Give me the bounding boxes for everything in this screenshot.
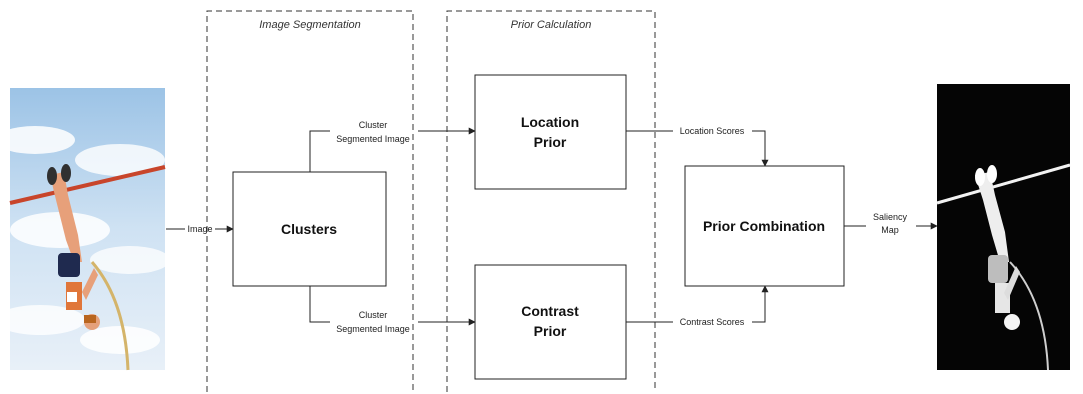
contrast-prior-label-line2: Prior [534,323,567,339]
edge-image: Image [166,224,234,234]
edge-saliency-map: Saliency Map [844,208,938,236]
prior-combination-label: Prior Combination [703,218,825,234]
prior-calculation-section: Prior Calculation [446,10,656,392]
edge-label-saliency-line2: Map [881,225,899,235]
edge-label-saliency-line1: Saliency [873,212,908,222]
prior-calculation-section-title: Prior Calculation [511,19,592,31]
edge-contrast-scores: Contrast Scores [626,285,769,327]
contrast-prior-box: Contrast Prior [474,264,627,380]
edge-label-location-scores: Location Scores [680,126,745,136]
edge-label-image: Image [187,224,212,234]
edge-label-cluster-top-line1: Cluster [359,120,388,130]
saliency-map-image [936,84,1071,371]
contrast-prior-label-line1: Contrast [521,303,579,319]
prior-combination-box: Prior Combination [684,165,845,287]
clusters-box: Clusters [232,171,387,287]
segmentation-section: Image Segmentation [206,10,414,392]
edge-label-cluster-bottom-line2: Segmented Image [336,324,410,334]
edge-cluster-top: Cluster Segmented Image [309,120,476,172]
edge-label-contrast-scores: Contrast Scores [680,317,745,327]
location-prior-label-line1: Location [521,114,579,130]
segmentation-section-title: Image Segmentation [259,19,361,31]
edge-label-cluster-top-line2: Segmented Image [336,134,410,144]
edge-cluster-bottom: Cluster Segmented Image [309,286,476,334]
saliency-figure [975,165,1020,330]
athlete-figure [47,164,100,330]
location-prior-label-line2: Prior [534,134,567,150]
input-image [0,88,170,371]
edge-location-scores: Location Scores [626,126,769,167]
edge-label-cluster-bottom-line1: Cluster [359,310,388,320]
clusters-label: Clusters [281,221,337,237]
location-prior-box: Location Prior [474,74,627,190]
